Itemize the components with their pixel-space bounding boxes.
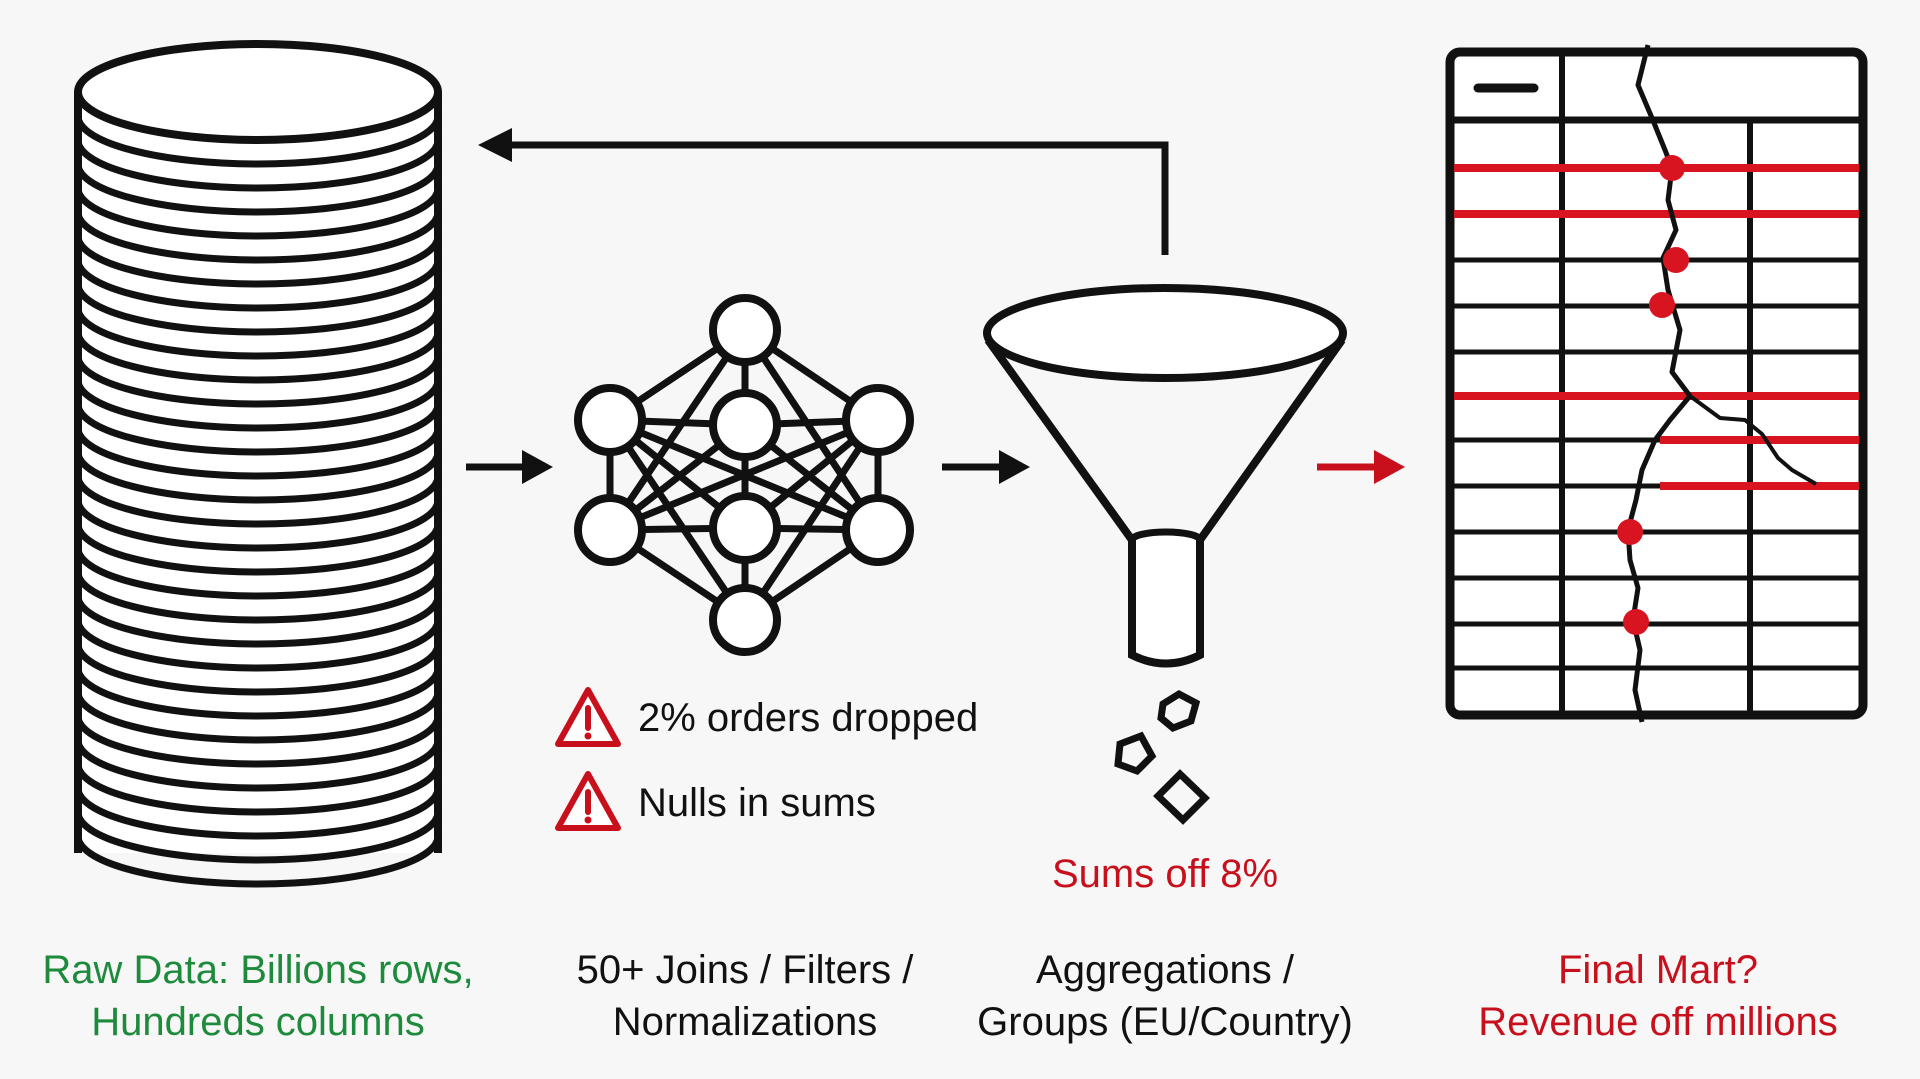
database-disk: [74, 379, 442, 432]
warning-triangle-icon: [555, 687, 621, 747]
network-node: [709, 389, 781, 461]
stage-caption-line: Revenue off millions: [1478, 1000, 1838, 1044]
database-disk: [74, 307, 442, 360]
stage-caption-line: Normalizations: [612, 1000, 878, 1044]
database-disk: [74, 763, 442, 816]
database-disk: [74, 811, 442, 864]
network-node: [709, 492, 781, 564]
feedback-arrow: [478, 128, 1169, 255]
arrow-db-to-network: [466, 450, 553, 484]
database-disk: [74, 715, 442, 768]
database-disk: [74, 547, 442, 600]
stage-caption-line: Raw Data: Billions rows,: [42, 948, 474, 992]
network-node: [574, 384, 646, 456]
database-disk: [74, 235, 442, 288]
error-dot: [1659, 155, 1685, 181]
error-dot: [1617, 519, 1643, 545]
database-disk: [74, 619, 442, 672]
funnel-note: Sums off 8%: [1051, 852, 1279, 896]
funnel-icon: [983, 284, 1347, 668]
network-node: [842, 384, 914, 456]
stage-caption-final-mart: Final Mart? Revenue off millions: [1478, 944, 1837, 1048]
database-icon: [74, 40, 442, 888]
stage-caption-line: Aggregations /: [1036, 948, 1294, 992]
database-disk: [74, 643, 442, 696]
database-disk: [74, 115, 442, 168]
network-edge: [742, 328, 881, 532]
network-edge: [607, 328, 748, 532]
database-disk: [74, 259, 442, 312]
database-disk: [74, 571, 442, 624]
stage-caption-line: Groups (EU/Country): [977, 1000, 1353, 1044]
database-disk: [74, 451, 442, 504]
database-disk: [74, 211, 442, 264]
table-frame: [1445, 47, 1868, 720]
stage-caption-line: Hundreds columns: [91, 1000, 425, 1044]
network-edge: [742, 418, 881, 622]
falling-fragments: [1114, 689, 1211, 825]
crack-branch: [1688, 394, 1818, 486]
database-disk: [74, 331, 442, 384]
database-disk: [74, 163, 442, 216]
database-disk: [74, 667, 442, 720]
database-disk: [74, 499, 442, 552]
database-disk: [74, 787, 442, 840]
network-graph-icon: [574, 294, 914, 656]
network-edge: [607, 418, 748, 622]
database-disk: [74, 475, 442, 528]
database-top: [74, 40, 442, 144]
cracked-table-icon: [1445, 44, 1868, 723]
error-dot: [1623, 609, 1649, 635]
database-disk: [74, 355, 442, 408]
error-dot: [1649, 292, 1675, 318]
stage-caption-raw-data: Raw Data: Billions rows, Hundreds column…: [42, 944, 473, 1048]
network-node: [709, 294, 781, 366]
warning-triangle-icon: [555, 771, 621, 831]
database-disk: [74, 139, 442, 192]
network-node: [709, 584, 781, 656]
stage-caption-line: 50+ Joins / Filters /: [576, 948, 914, 992]
database-disk: [74, 523, 442, 576]
warning-orders-dropped: 2% orders dropped: [638, 696, 979, 740]
network-node: [842, 494, 914, 566]
stage-caption-joins: 50+ Joins / Filters / Normalizations: [577, 944, 914, 1048]
warning-nulls-in-sums: Nulls in sums: [638, 781, 876, 825]
database-disk: [74, 283, 442, 336]
database-disk: [74, 427, 442, 480]
arrow-funnel-to-mart: [1317, 450, 1405, 484]
stage-caption-aggregations: Aggregations / Groups (EU/Country): [977, 944, 1353, 1048]
database-disk: [74, 595, 442, 648]
arrow-network-to-funnel: [942, 450, 1030, 484]
database-disk: [74, 187, 442, 240]
error-dot: [1663, 247, 1689, 273]
database-disk: [74, 835, 442, 888]
stage-caption-line: Final Mart?: [1557, 948, 1759, 992]
network-node: [574, 494, 646, 566]
database-disk: [74, 739, 442, 792]
database-disk: [74, 403, 442, 456]
database-disk: [74, 691, 442, 744]
